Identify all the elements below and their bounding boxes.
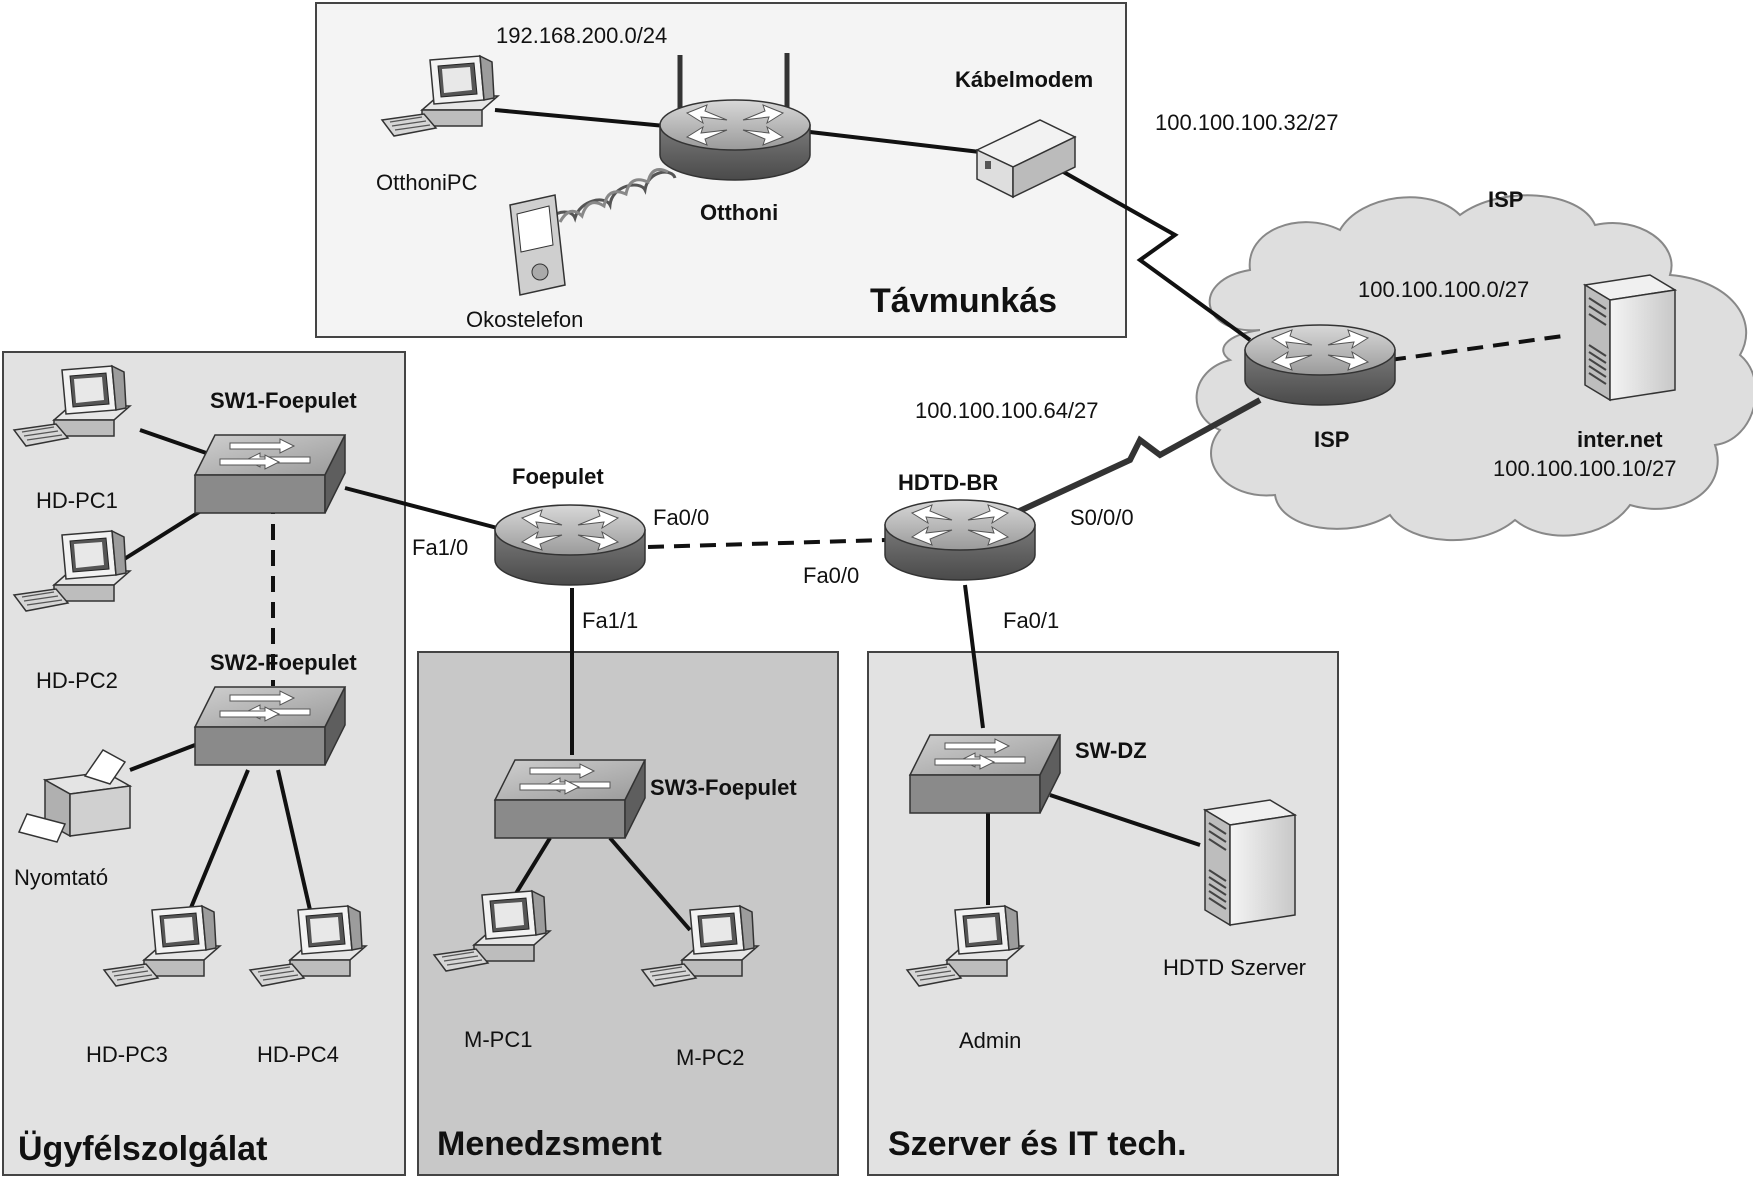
- label-hdpc2: HD-PC2: [36, 668, 118, 693]
- port-fa11: Fa1/1: [582, 608, 638, 633]
- label-nyomtato: Nyomtató: [14, 865, 108, 890]
- port-s000: S0/0/0: [1070, 505, 1134, 530]
- link-sw1-foepulet: [344, 486, 506, 532]
- link-swdz-hdtdszerver: [1049, 793, 1201, 847]
- port-fa00-hdtdbr: Fa0/0: [803, 563, 859, 588]
- label-mpc1: M-PC1: [464, 1027, 532, 1052]
- link-hdtdbr-swdz: [963, 584, 985, 729]
- wireless-link-icon: [547, 170, 677, 231]
- link-hdpc4-sw2: [276, 769, 312, 911]
- label-sw1: SW1-Foepulet: [210, 388, 357, 413]
- sw2-switch-icon[interactable]: [194, 686, 346, 766]
- link-otthonipc-otthoni: [494, 108, 666, 128]
- label-isp-router: ISP: [1314, 427, 1349, 452]
- label-kabelmodem: Kábelmodem: [955, 67, 1093, 92]
- swdz-switch-icon[interactable]: [909, 734, 1061, 814]
- otthoni-router-icon[interactable]: [659, 53, 811, 181]
- link-otthoni-kabelmodem: [809, 130, 981, 154]
- label-sw2: SW2-Foepulet: [210, 650, 357, 675]
- hdtdbr-router-icon[interactable]: [884, 499, 1036, 581]
- port-fa00-foepulet: Fa0/0: [653, 505, 709, 530]
- link-isp-internet: [1389, 333, 1571, 362]
- link-printer-sw2: [129, 743, 196, 772]
- network-cable: 100.100.100.32/27: [1155, 110, 1339, 135]
- network-isp-lan: 100.100.100.0/27: [1358, 277, 1529, 302]
- label-hdpc1: HD-PC1: [36, 488, 118, 513]
- okostelefon-icon[interactable]: [509, 194, 566, 296]
- label-sw3: SW3-Foepulet: [650, 775, 797, 800]
- zone-label-szerver: Szerver és IT tech.: [888, 1125, 1187, 1163]
- label-foepulet: Foepulet: [512, 464, 604, 489]
- link-mpc1-sw3: [513, 836, 552, 897]
- link-hdpc3-sw2: [188, 769, 250, 911]
- internet-server-icon[interactable]: [1584, 274, 1676, 401]
- kabelmodem-icon[interactable]: [975, 119, 1077, 199]
- label-hdpc3: HD-PC3: [86, 1042, 168, 1067]
- label-admin: Admin: [959, 1028, 1021, 1053]
- label-otthoni: Otthoni: [700, 200, 778, 225]
- zone-label-tavmunkas: Távmunkás: [870, 282, 1057, 320]
- port-fa10: Fa1/0: [412, 535, 468, 560]
- network-wan: 100.100.100.64/27: [915, 398, 1099, 423]
- zone-label-ugyfelszolgalat: Ügyfélszolgálat: [18, 1130, 267, 1168]
- label-otthonipc: OtthoniPC: [376, 170, 478, 195]
- label-okostelefon: Okostelefon: [466, 307, 583, 332]
- zone-label-menedzsment: Menedzsment: [437, 1125, 662, 1163]
- isp-router-icon[interactable]: [1244, 324, 1396, 406]
- hdtd-server-icon[interactable]: [1204, 799, 1296, 926]
- foepulet-router-icon[interactable]: [494, 504, 646, 586]
- link-hdpc1-sw1: [139, 428, 213, 457]
- link-kabelmodem-isp: [1059, 168, 1252, 342]
- cloud-label: ISP: [1488, 187, 1523, 212]
- label-hdtd-szerver: HDTD Szerver: [1163, 955, 1306, 980]
- label-mpc2: M-PC2: [676, 1045, 744, 1070]
- link-foepulet-hdtdbr: [647, 538, 886, 549]
- label-hdpc4: HD-PC4: [257, 1042, 339, 1067]
- link-mpc2-sw3: [608, 836, 692, 932]
- label-swdz: SW-DZ: [1075, 738, 1147, 763]
- network-home-lan: 192.168.200.0/24: [496, 23, 667, 48]
- zone-menedzsment: [417, 651, 839, 1176]
- label-hdtdbr: HDTD-BR: [898, 470, 998, 495]
- network-internet-addr: 100.100.100.10/27: [1493, 456, 1677, 481]
- label-internet: inter.net: [1577, 427, 1663, 452]
- sw3-switch-icon[interactable]: [494, 759, 646, 839]
- sw1-switch-icon[interactable]: [194, 434, 346, 514]
- port-fa01: Fa0/1: [1003, 608, 1059, 633]
- link-hdtdbr-isp: [998, 397, 1262, 523]
